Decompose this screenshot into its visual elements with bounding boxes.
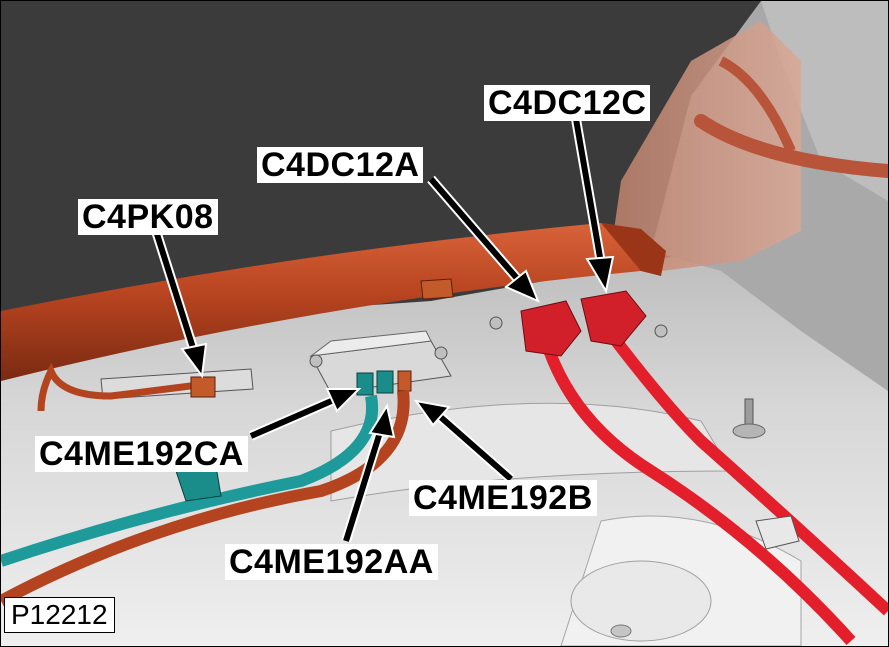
leader-c4me192aa [341, 403, 396, 543]
floor-bolt [610, 624, 632, 638]
connector-orange [397, 370, 412, 392]
pillar-tube [694, 114, 888, 178]
orange-harness [1, 390, 410, 607]
cross-bar [1, 223, 641, 381]
pk08-harness [37, 362, 207, 412]
connector-teal-2 [376, 370, 394, 394]
teal-harness [1, 394, 379, 567]
stud-base [732, 423, 766, 439]
leader-c4me192ca [249, 388, 362, 441]
bolt [489, 316, 503, 330]
connector-dc12a [520, 300, 582, 357]
pk08-connector [190, 376, 216, 398]
callout-c4me192aa: C4ME192AA [225, 544, 438, 580]
red-harness-a [540, 339, 856, 646]
module-top [309, 330, 432, 357]
callout-c4me192ca: C4ME192CA [35, 436, 248, 472]
callout-c4pk08: C4PK08 [78, 199, 218, 235]
leader-c4pk08 [151, 229, 208, 379]
bolt [654, 324, 668, 338]
connector-teal-1 [356, 372, 374, 396]
bolt [309, 354, 323, 368]
leader-c4dc12a [427, 175, 540, 303]
bar-clip [420, 278, 454, 300]
red-clip [755, 515, 800, 550]
right-wall-highlight [761, 1, 888, 201]
callout-c4me192b: C4ME192B [409, 480, 597, 516]
red-harness-b [596, 317, 888, 616]
bolt [434, 346, 448, 360]
figure-id: P12212 [4, 597, 115, 633]
callout-c4dc12a: C4DC12A [257, 147, 424, 183]
pillar-tube-2 [718, 56, 796, 153]
floor-dimple [570, 560, 712, 642]
connector-dc12c [580, 290, 647, 347]
callout-c4dc12c: C4DC12C [484, 85, 651, 121]
leader-c4dc12c [571, 118, 615, 294]
cross-bar-end [601, 223, 666, 276]
leader-c4me192b [413, 399, 515, 483]
